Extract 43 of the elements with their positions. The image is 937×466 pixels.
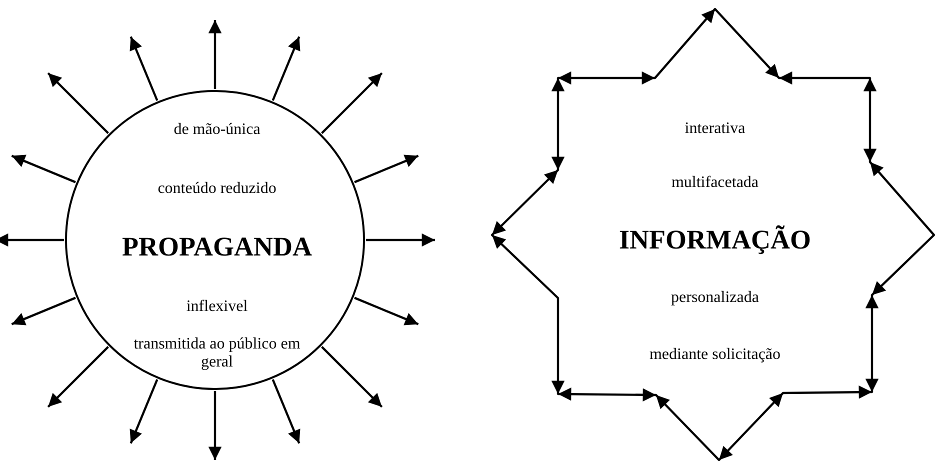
arrow (551, 298, 565, 394)
arrow (714, 8, 780, 79)
arrow (654, 8, 716, 79)
arrow (130, 379, 158, 444)
arrow (558, 388, 656, 402)
arrow (272, 36, 300, 101)
arrow (47, 72, 109, 134)
arrow (779, 71, 870, 85)
arrow (871, 234, 935, 296)
arrow (491, 169, 559, 236)
circle-shape (65, 90, 365, 390)
text-label: conteúdo reduzido (158, 180, 276, 198)
text-label: transmitida ao público em geral (132, 336, 302, 372)
arrow (11, 154, 76, 184)
arrow (354, 154, 419, 184)
arrow (354, 296, 419, 326)
arrow (869, 161, 935, 236)
arrow (718, 392, 784, 461)
arrow (366, 233, 435, 247)
arrow (130, 36, 158, 101)
arrow (208, 391, 222, 460)
arrow (551, 78, 565, 170)
text-label: interativa (684, 120, 746, 138)
title-text: INFORMAÇÃO (619, 224, 811, 256)
arrow (491, 234, 559, 299)
text-label: multifacetada (671, 174, 759, 192)
text-label: inflexivel (186, 298, 248, 316)
arrow (11, 296, 76, 326)
arrow (321, 72, 383, 134)
arrow (47, 346, 109, 408)
text-label: personalizada (671, 289, 759, 307)
arrow (865, 295, 879, 392)
arrow (208, 20, 222, 89)
title-text: PROPAGANDA (122, 232, 312, 262)
arrow (863, 78, 877, 162)
arrow (272, 379, 300, 444)
arrow (782, 386, 872, 399)
text-label: de mão-única (174, 121, 260, 139)
arrow (558, 71, 655, 85)
arrow (655, 394, 720, 461)
text-label: mediante solicitação (649, 346, 781, 364)
arrow (0, 233, 64, 247)
arrow (321, 346, 383, 408)
